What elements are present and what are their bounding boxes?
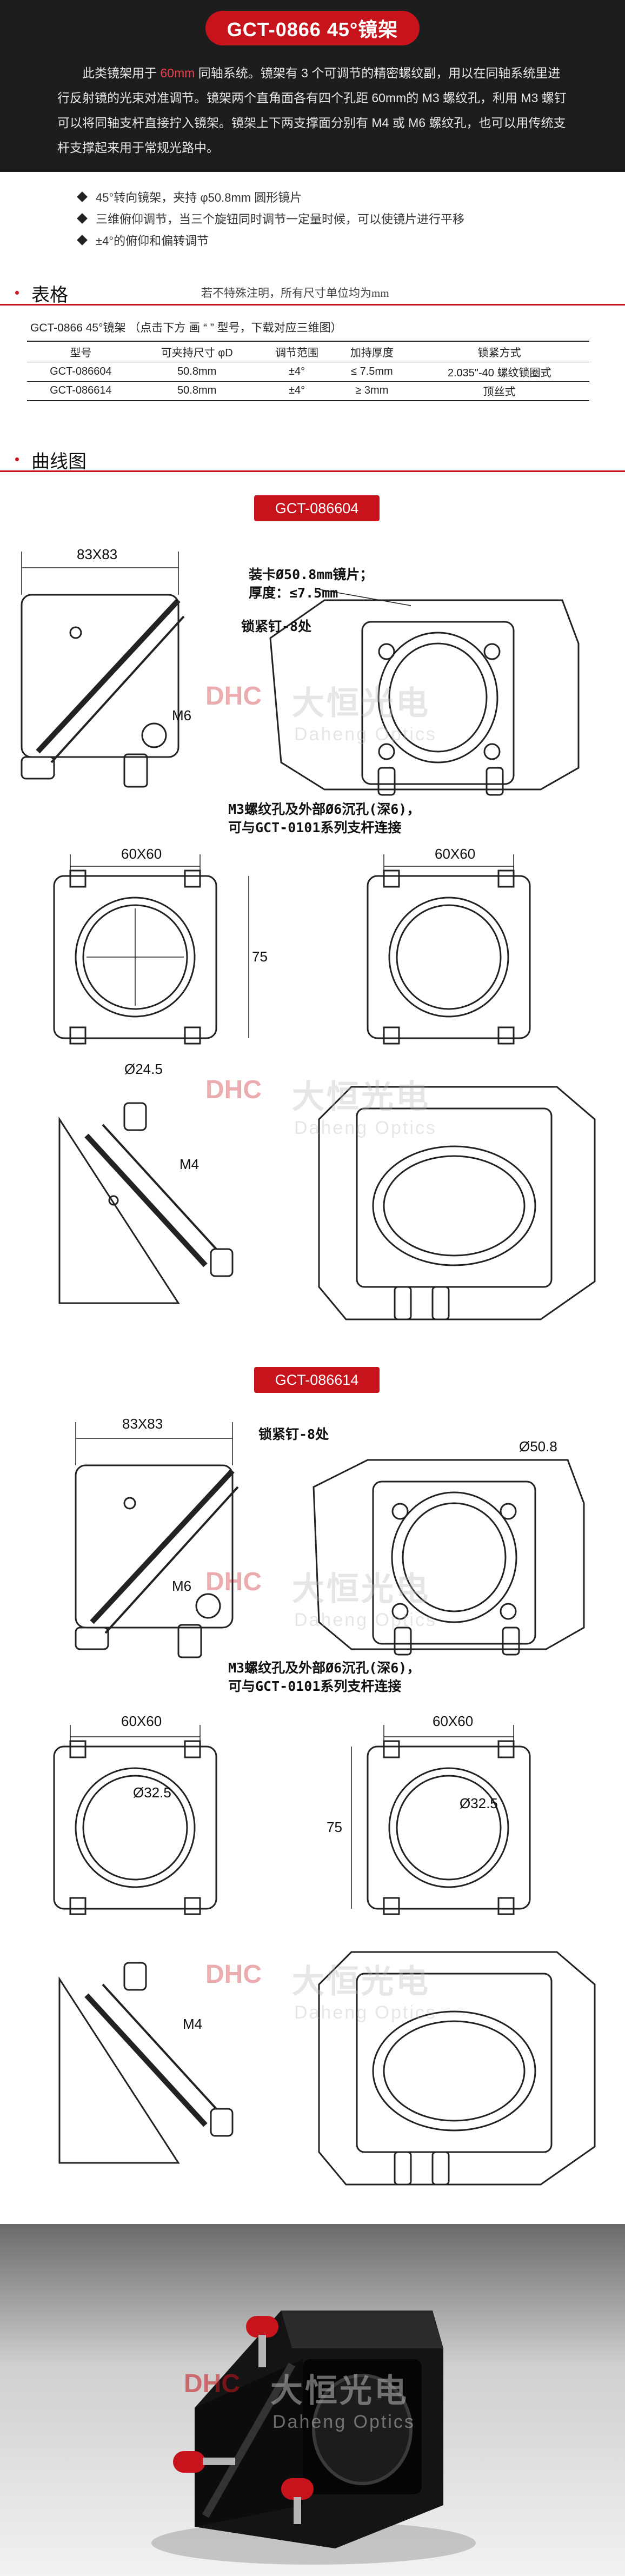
col-header: 可夹持尺寸 φD xyxy=(134,341,260,362)
lock-screw-callout: 锁紧钉-8处 xyxy=(258,1426,329,1442)
thread-m4-label: M4 xyxy=(179,1156,200,1172)
section-dot-icon xyxy=(15,457,19,461)
dim-height-label: 75 xyxy=(252,948,268,965)
feature-text: 三维俯仰调节，当三个旋钮同时调节一定量时候，可以使镜片进行平移 xyxy=(96,213,465,226)
curve-section-header: 曲线图 xyxy=(0,442,625,473)
table-cell: 50.8mm xyxy=(134,362,260,382)
table-cell: ≤ 7.5mm xyxy=(334,362,410,382)
m3-hole-callout: M3螺纹孔及外部Ø6沉孔(深6)， 可与GCT-0101系列支杆连接 xyxy=(228,1660,421,1694)
watermark-en: Daheng Optics xyxy=(272,2412,415,2432)
dhc-logo: DHC xyxy=(205,1568,262,1596)
table-header-row: 型号 可夹持尺寸 φD 调节范围 加持厚度 锁紧方式 xyxy=(27,341,589,362)
technical-drawing-2 xyxy=(53,1422,596,2186)
diameter-label: Ø32.5 xyxy=(133,1784,171,1801)
watermark-logo: DHC 大恒光电 Daheng Optics xyxy=(184,2365,415,2433)
dhc-logo: DHC xyxy=(184,2369,240,2398)
watermark-cn: 大恒光电 xyxy=(292,685,430,722)
dhc-logo: DHC xyxy=(205,682,262,711)
watermark-en: Daheng Optics xyxy=(294,2002,437,2023)
watermark-cn: 大恒光电 xyxy=(292,1570,430,1608)
thread-m6-label: M6 xyxy=(172,1578,192,1594)
watermark-cn: 大恒光电 xyxy=(292,1963,430,2001)
diamond-bullet-icon xyxy=(77,213,88,224)
table-row[interactable]: GCT-086604 50.8mm ±4° ≤ 7.5mm 2.035"-40 … xyxy=(27,362,589,382)
header-banner: GCT-0866 45°镜架 此类镜架用于 60mm 同轴系统。镜架有 3 个可… xyxy=(0,0,625,172)
model-badge-1: GCT-086604 xyxy=(254,495,380,521)
table-subtitle[interactable]: GCT-0866 45°镜架 （点击下方 画 “ ” 型号，下载对应三维图） xyxy=(30,322,342,334)
diamond-bullet-icon xyxy=(77,235,88,245)
feature-text: ±4°的俯仰和偏转调节 xyxy=(96,234,209,248)
mirror-mount-illustration xyxy=(151,2311,476,2565)
watermark-cn: 大恒光电 xyxy=(292,1078,430,1116)
table-cell: 50.8mm xyxy=(134,381,260,401)
diameter-label: Ø32.5 xyxy=(460,1795,498,1811)
dim-label: 60X60 xyxy=(121,1713,162,1729)
dhc-logo: DHC xyxy=(205,1960,262,1989)
diamond-bullet-icon xyxy=(77,191,88,202)
table-row[interactable]: GCT-086614 50.8mm ±4° ≥ 3mm 顶丝式 xyxy=(27,381,589,401)
feature-item: ±4°的俯仰和偏转调节 xyxy=(77,229,464,251)
watermark-logo: DHC 大恒光电 Daheng Optics xyxy=(205,1563,437,1631)
thread-m4-label: M4 xyxy=(183,2016,203,2032)
dim-label: 60X60 xyxy=(121,846,162,862)
thread-m6-label: M6 xyxy=(172,707,192,723)
spec-table: 型号 可夹持尺寸 φD 调节范围 加持厚度 锁紧方式 GCT-086604 50… xyxy=(27,341,589,401)
feature-item: 45°转向镜架，夹持 φ50.8mm 圆形镜片 xyxy=(77,186,464,208)
intro-highlight: 60mm xyxy=(160,66,195,80)
col-header: 加持厚度 xyxy=(334,341,410,362)
feature-text: 45°转向镜架，夹持 φ50.8mm 圆形镜片 xyxy=(96,191,302,204)
drawing-block-1: 83X83 装卡Ø50.8mm镜片； 厚度：≤7.5mm 锁紧钉-8处 M6 M… xyxy=(0,535,625,1341)
intro-paragraph: 此类镜架用于 60mm 同轴系统。镜架有 3 个可调节的精密螺纹副，用以在同轴系… xyxy=(57,61,569,160)
table-cell: ≥ 3mm xyxy=(334,381,410,401)
diameter-label: Ø24.5 xyxy=(124,1061,163,1077)
table-cell: 2.035"-40 螺纹锁圈式 xyxy=(409,362,589,382)
page-title: GCT-0866 45°镜架 xyxy=(205,11,420,45)
watermark-en: Daheng Optics xyxy=(294,724,437,745)
product-photo: DHC 大恒光电 Daheng Optics xyxy=(0,2224,625,2576)
watermark-logo: DHC 大恒光电 Daheng Optics xyxy=(205,677,437,745)
table-cell: 顶丝式 xyxy=(409,381,589,401)
model-badge-2: GCT-086614 xyxy=(254,1367,380,1393)
col-header: 锁紧方式 xyxy=(409,341,589,362)
table-section-header: 表格 若不特殊注明，所有尺寸单位均为mm xyxy=(0,276,625,306)
unit-note: 若不特殊注明，所有尺寸单位均为mm xyxy=(201,287,389,300)
dim-label: 83X83 xyxy=(77,546,118,562)
model-cell[interactable]: GCT-086604 xyxy=(27,362,135,382)
watermark-cn: 大恒光电 xyxy=(270,2372,409,2410)
section-heading: 曲线图 xyxy=(31,452,87,472)
technical-drawing-1 xyxy=(21,552,596,1320)
col-header: 调节范围 xyxy=(259,341,335,362)
dim-label: 60X60 xyxy=(435,846,476,862)
section-rule xyxy=(0,304,625,306)
dim-height-label: 75 xyxy=(327,1819,342,1835)
intro-text-2: 同轴系统。镜架有 3 个可调节的精密螺纹副，用以在同轴系统里进行反射镜的光束对准… xyxy=(57,66,567,155)
m3-hole-callout: M3螺纹孔及外部Ø6沉孔(深6)， 可与GCT-0101系列支杆连接 xyxy=(228,801,421,835)
watermark-logo: DHC 大恒光电 Daheng Optics xyxy=(205,1955,437,2023)
dhc-logo: DHC xyxy=(205,1075,262,1104)
mount-callout: 装卡Ø50.8mm镜片； 厚度：≤7.5mm xyxy=(249,567,374,601)
watermark-en: Daheng Optics xyxy=(294,1610,437,1630)
table-cell: ±4° xyxy=(259,381,335,401)
section-heading: 表格 xyxy=(31,285,68,306)
feature-item: 三维俯仰调节，当三个旋钮同时调节一定量时候，可以使镜片进行平移 xyxy=(77,208,465,229)
watermark-en: Daheng Optics xyxy=(294,1118,437,1138)
section-rule xyxy=(0,470,625,472)
table-cell: ±4° xyxy=(259,362,335,382)
diameter-label: Ø50.8 xyxy=(519,1438,557,1455)
feature-list: 45°转向镜架，夹持 φ50.8mm 圆形镜片 三维俯仰调节，当三个旋钮同时调节… xyxy=(77,186,465,251)
watermark-logo: DHC 大恒光电 Daheng Optics xyxy=(205,1071,437,1139)
col-header: 型号 xyxy=(27,341,135,362)
intro-text-1: 此类镜架用于 xyxy=(82,66,157,80)
drawing-block-2: 83X83 锁紧钉-8处 Ø50.8 M6 M3螺纹孔及外部Ø6沉孔(深6)， … xyxy=(0,1406,625,2206)
model-cell[interactable]: GCT-086614 xyxy=(27,381,135,401)
section-dot-icon xyxy=(15,291,19,295)
dim-label: 83X83 xyxy=(122,1416,163,1432)
dim-label: 60X60 xyxy=(433,1713,474,1729)
lock-screw-callout: 锁紧钉-8处 xyxy=(241,619,312,634)
